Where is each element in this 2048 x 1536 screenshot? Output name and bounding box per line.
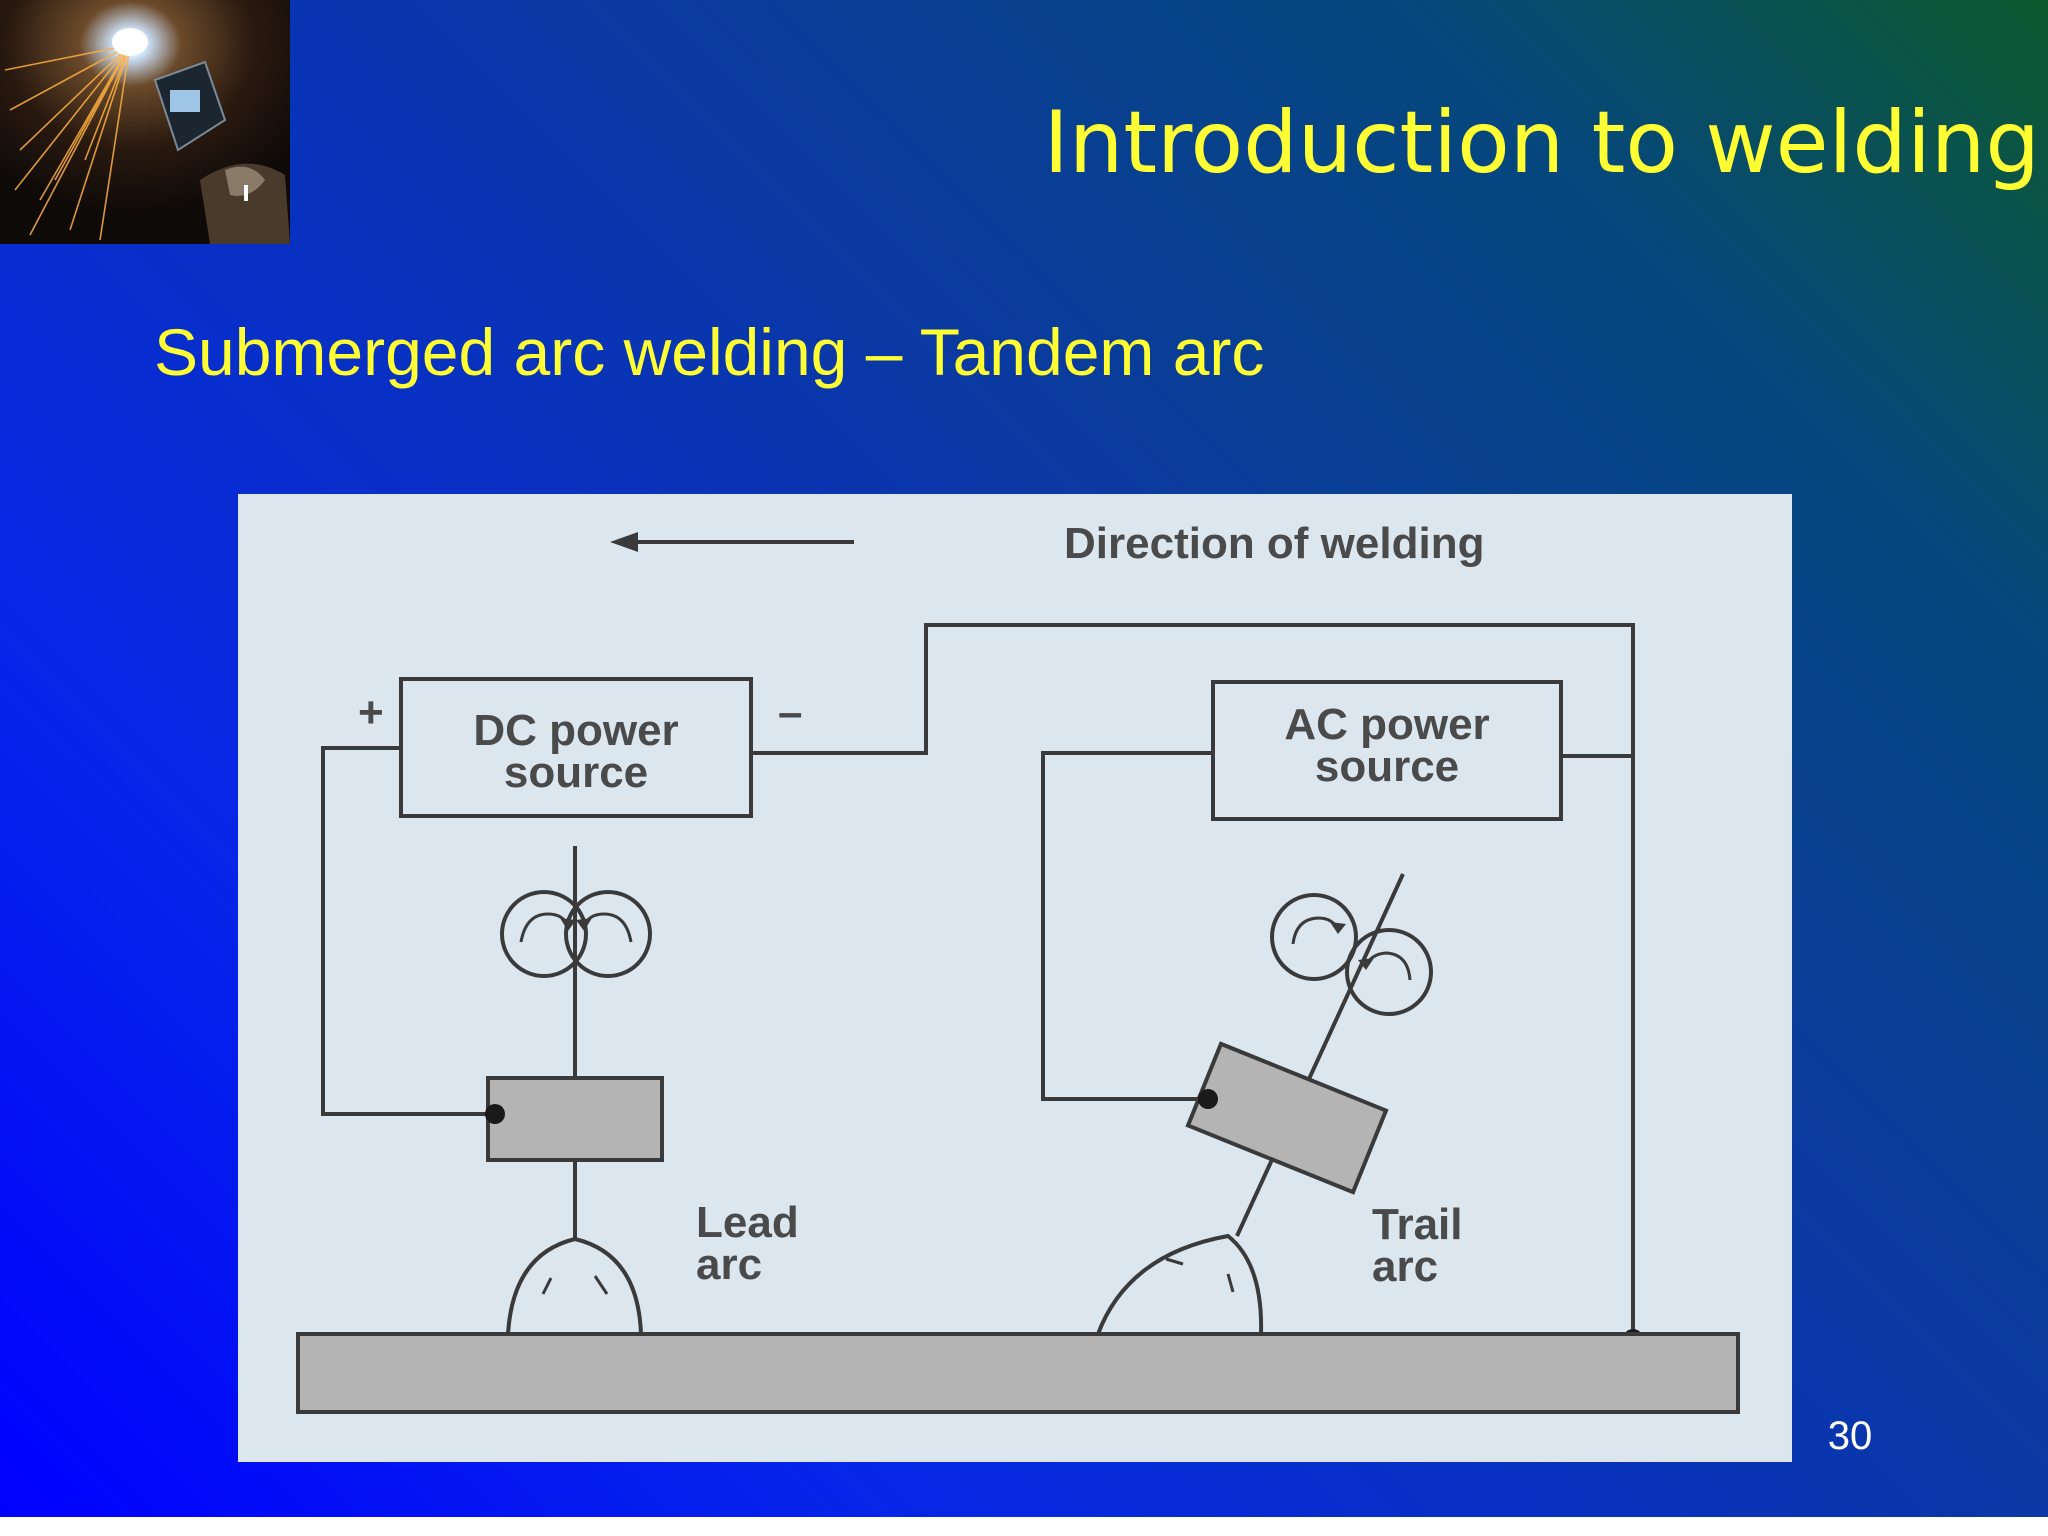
page-number: 30	[1827, 1414, 1873, 1458]
trail-roller-left	[1270, 893, 1358, 981]
trail-arc-label-line1: Trail	[1372, 1200, 1463, 1249]
trail-electrode	[1235, 873, 1405, 1237]
dc-source-label-line2: source	[504, 748, 648, 797]
dc-negative-wire	[751, 623, 1635, 1339]
lead-arc-label-line2: arc	[696, 1240, 762, 1289]
dc-positive-wire	[321, 746, 495, 1116]
minus-sign: –	[778, 688, 802, 737]
bottom-strip	[0, 1517, 2048, 1536]
arrow-left-icon	[610, 532, 638, 552]
ac-source-label-line2: source	[1315, 742, 1459, 791]
ac-source-wire	[1041, 751, 1213, 1101]
slide-subtitle: Submerged arc welding – Tandem arc	[154, 315, 1265, 389]
lead-roller-right	[564, 890, 652, 978]
trail-contact-tube	[1185, 1041, 1389, 1195]
dc-source-label-line1: DC power	[473, 706, 678, 755]
lead-contact-dot	[485, 1104, 505, 1124]
trail-roller-right	[1345, 928, 1433, 1016]
ac-source-box	[1211, 680, 1563, 821]
trail-contact-dot	[1198, 1089, 1218, 1109]
plus-sign: +	[358, 688, 384, 737]
tandem-arc-diagram: Direction of welding DC power source AC …	[238, 494, 1792, 1462]
lead-arc	[506, 1236, 643, 1335]
lead-roller-left	[500, 890, 588, 978]
trail-arc-label-line2: arc	[1372, 1242, 1438, 1291]
workpiece-plate	[296, 1332, 1740, 1414]
lead-arc-label-line1: Lead	[696, 1198, 799, 1247]
welding-photo	[0, 0, 290, 244]
lead-contact-tube	[486, 1076, 664, 1162]
trail-arc	[1096, 1233, 1264, 1335]
direction-label: Direction of welding	[1064, 519, 1484, 568]
slide-title: Introduction to welding	[1043, 93, 2040, 193]
ac-source-label-line1: AC power	[1284, 700, 1489, 749]
